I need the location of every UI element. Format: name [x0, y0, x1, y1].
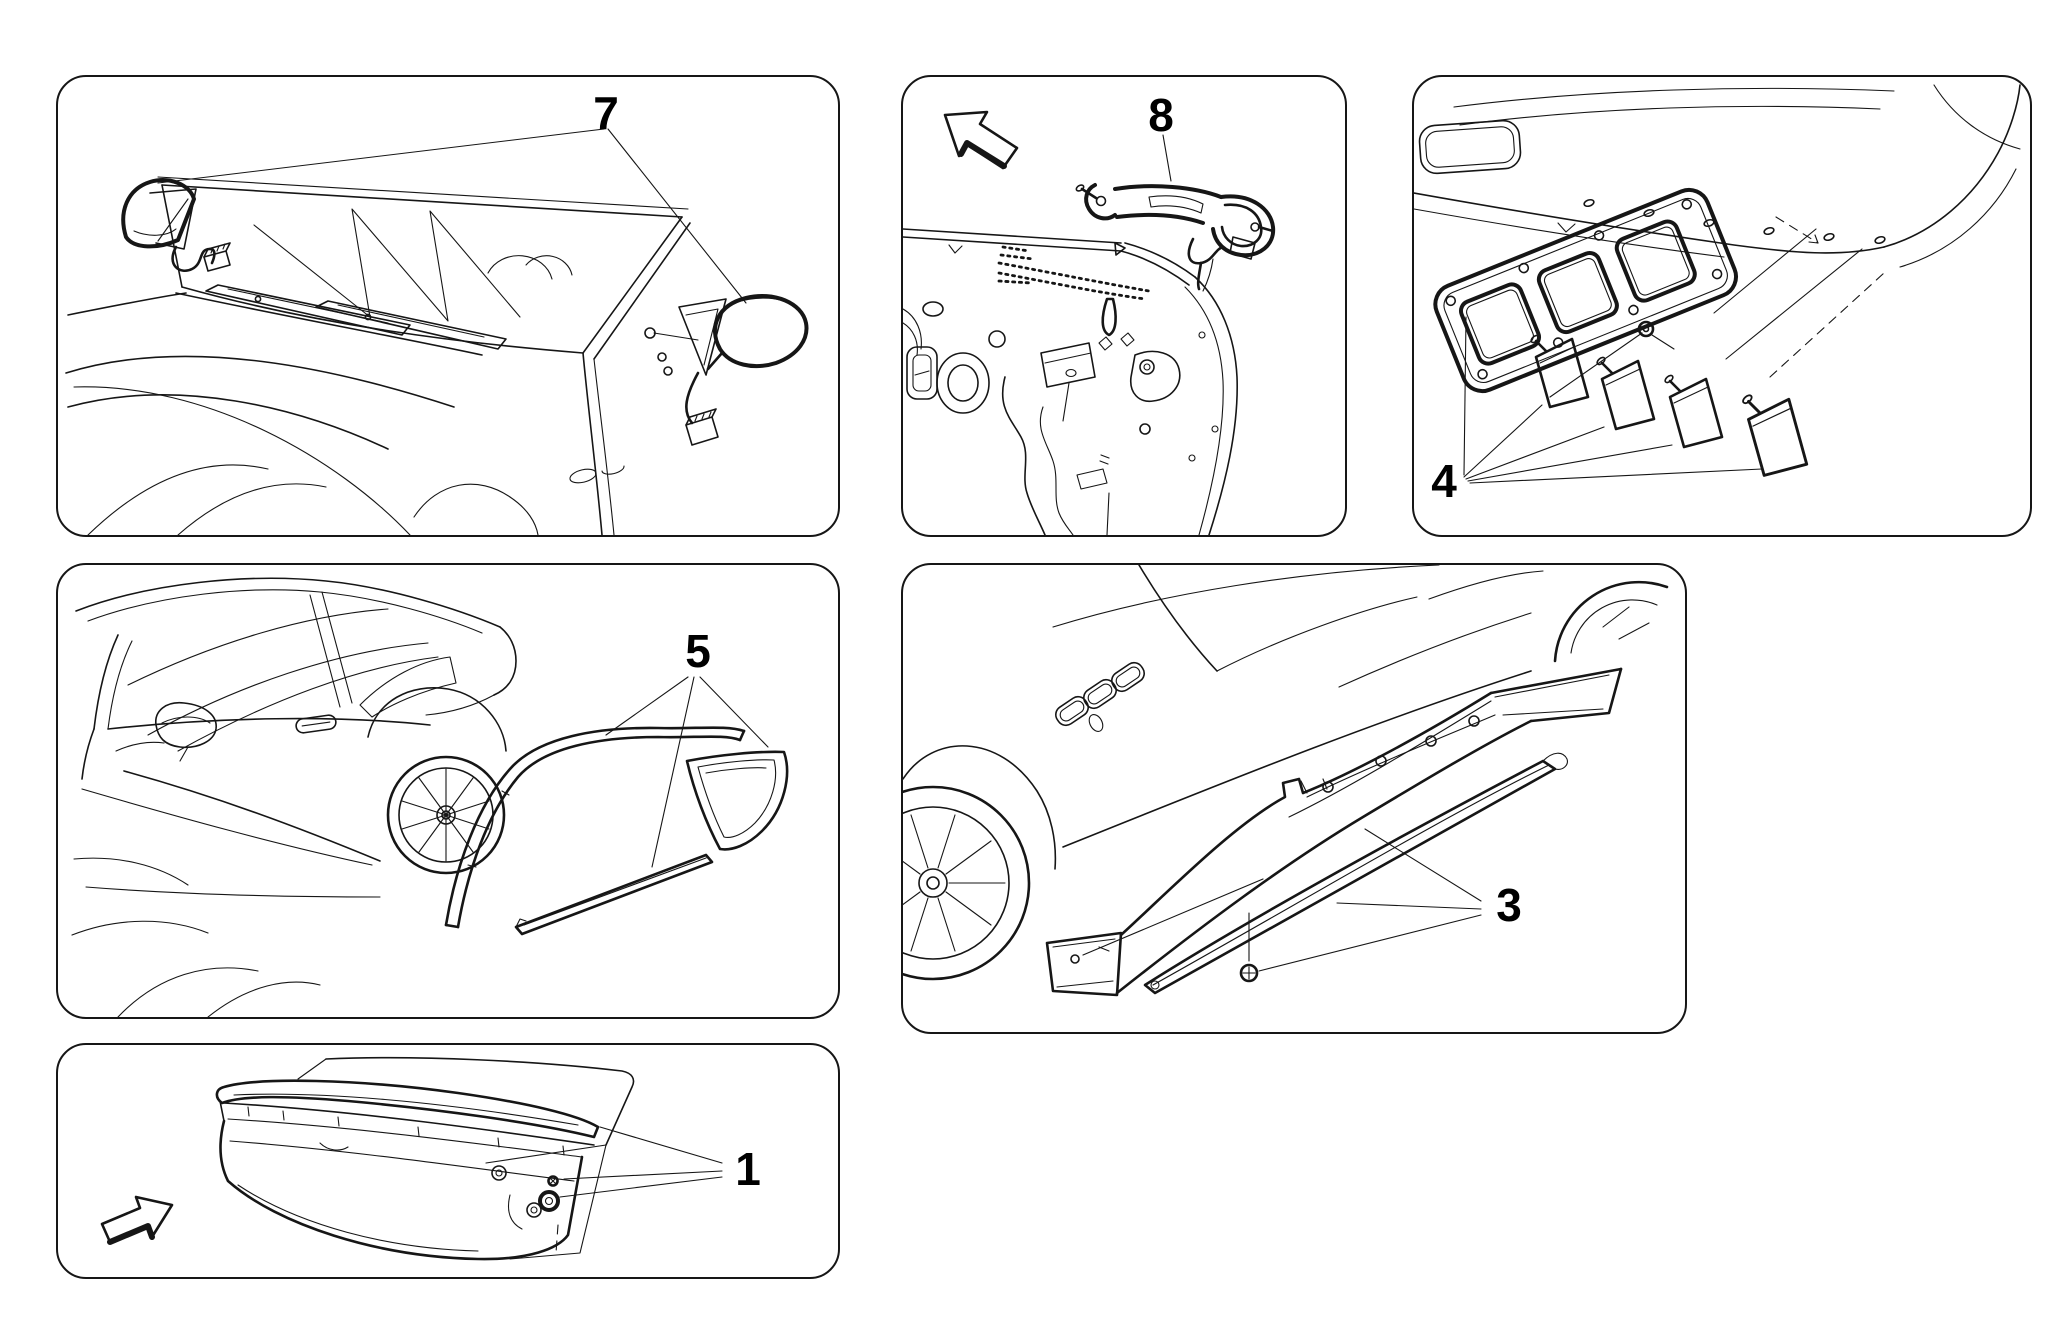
window-channel-trim	[444, 726, 746, 929]
callout-4-group: 4	[1431, 316, 1763, 507]
trunk-lid-drawing: 1	[100, 1056, 761, 1261]
mounting-brackets	[1530, 334, 1809, 477]
car-side-view	[71, 577, 517, 1017]
windshield	[157, 176, 691, 360]
lower-window-strip	[514, 853, 714, 936]
callout-7-label: 7	[593, 87, 619, 139]
leader-lines	[1713, 216, 1885, 378]
callout-1-label: 1	[735, 1143, 761, 1195]
quarter-window-seal	[685, 750, 789, 851]
vent-gasket-plate	[1433, 187, 1738, 394]
panel-sill-covers: 3	[901, 563, 1687, 1034]
trunk-underside	[485, 1144, 607, 1260]
panel-vent-gasket: 4	[1412, 75, 2032, 537]
direction-arrow-icon	[943, 110, 1019, 170]
fastener-grommet	[538, 1190, 560, 1212]
fastener-screw	[547, 1175, 559, 1187]
sill-cover-outer	[1045, 667, 1623, 997]
callout-8-group: 8	[1148, 89, 1174, 182]
gasket-grommet	[1549, 320, 1675, 398]
panel-trunk-lid: 1	[56, 1043, 840, 1279]
callout-5-label: 5	[685, 625, 711, 677]
soft-top-handle-drawing: 8	[903, 89, 1276, 535]
callout-1-group: 1	[559, 1126, 761, 1198]
trunk-lid-front-face	[219, 1119, 584, 1261]
callout-5-group: 5	[605, 625, 769, 868]
direction-arrow-icon	[100, 1195, 174, 1245]
window-trims-drawing: 5	[71, 577, 789, 1017]
trunk-outer-skin	[297, 1056, 635, 1146]
vent-gasket-drawing: 4	[1414, 84, 2021, 507]
soft-top-compartment	[903, 228, 1238, 535]
fixing-screw	[1239, 912, 1259, 983]
car-hood-lines	[65, 292, 539, 535]
door-mirrors-drawing: 7	[65, 87, 809, 535]
car-front-quarter	[903, 565, 1669, 981]
windshield-wipers	[205, 284, 507, 350]
rear-deck-lines	[1414, 84, 2021, 268]
panel-soft-top-handle: 8	[901, 75, 1347, 537]
left-door-mirror	[121, 178, 231, 272]
callout-3-group: 3	[1258, 828, 1522, 972]
spoiler-blade	[215, 1079, 600, 1139]
panel-door-mirrors: 7	[56, 75, 840, 537]
callout-3-label: 3	[1496, 879, 1522, 931]
sill-cover-inner-strip	[1143, 752, 1568, 995]
callout-7-group: 7	[157, 87, 747, 304]
release-handle	[1075, 183, 1276, 292]
panel-window-trims: 5	[56, 563, 840, 1019]
callout-4-label: 4	[1431, 455, 1457, 507]
sill-covers-drawing: 3	[903, 565, 1669, 997]
callout-8-label: 8	[1148, 89, 1174, 141]
trunk-lid-top	[219, 1100, 595, 1158]
right-door-mirror	[569, 294, 809, 535]
